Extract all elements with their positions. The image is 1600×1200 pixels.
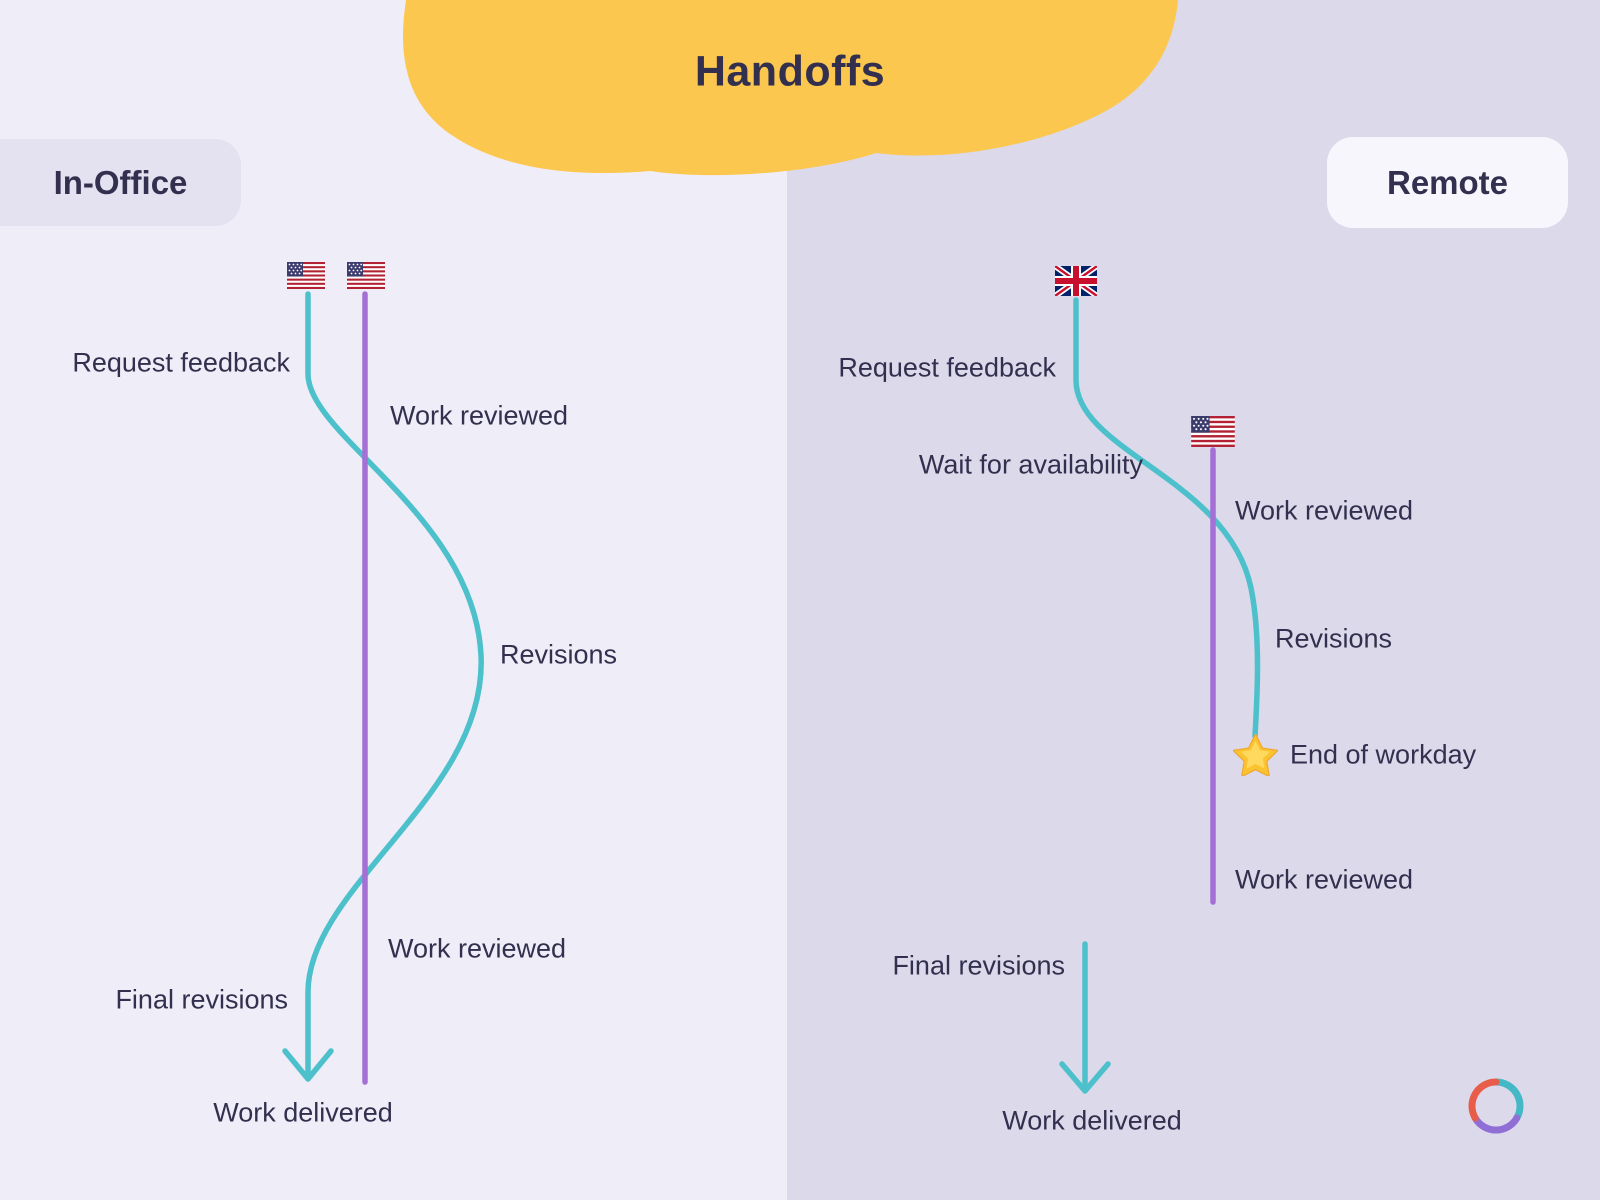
step-label-request-feedback: Request feedback bbox=[838, 352, 1056, 383]
step-label-work-reviewed: Work reviewed bbox=[1235, 864, 1414, 895]
step-label-work-delivered: Work delivered bbox=[1002, 1105, 1182, 1136]
us-flag-icon bbox=[347, 262, 385, 289]
title-blob bbox=[403, 0, 1179, 176]
page-title: Handoffs bbox=[694, 47, 886, 96]
uk-flag-icon bbox=[1055, 266, 1097, 296]
star-icon bbox=[1233, 733, 1278, 776]
step-label-end-of-workday: End of workday bbox=[1290, 739, 1477, 770]
remote-badge: Remote bbox=[1327, 137, 1568, 228]
step-label-work-delivered: Work delivered bbox=[213, 1097, 393, 1128]
us-flag-icon bbox=[1191, 416, 1235, 447]
step-label-final-revisions: Final revisions bbox=[892, 950, 1065, 981]
step-label-work-reviewed: Work reviewed bbox=[1235, 495, 1414, 526]
step-label-request-feedback: Request feedback bbox=[72, 347, 290, 378]
step-label-final-revisions: Final revisions bbox=[115, 984, 288, 1015]
step-label-work-reviewed: Work reviewed bbox=[390, 400, 569, 431]
step-label-revisions: Revisions bbox=[500, 639, 618, 670]
us-flag-icon bbox=[287, 262, 325, 289]
step-label-wait-for-availability: Wait for availability bbox=[918, 449, 1143, 480]
step-label-work-reviewed: Work reviewed bbox=[388, 933, 567, 964]
brand-logo bbox=[1468, 1078, 1524, 1134]
step-label-revisions: Revisions bbox=[1275, 623, 1393, 654]
in-office-badge: In-Office bbox=[0, 139, 241, 226]
